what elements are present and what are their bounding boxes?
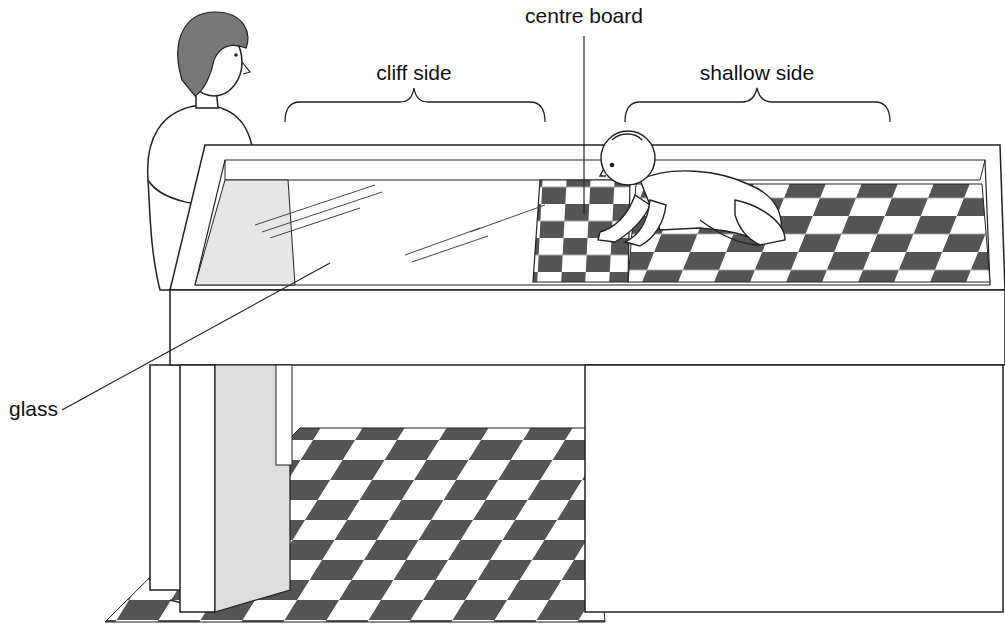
table-opening (195, 160, 990, 285)
part-label: cliff side (373, 60, 454, 85)
leader-line (62, 263, 330, 410)
part-label: centre board (522, 3, 646, 28)
bracket (625, 88, 890, 122)
part-label: shallow side (697, 60, 817, 85)
mother-head (178, 12, 250, 96)
table-base-box (585, 365, 1003, 612)
part-label: glass (6, 396, 61, 421)
baby-figure (598, 131, 785, 246)
table-leg (180, 365, 215, 612)
bracket (285, 88, 545, 122)
table-rim (170, 145, 1005, 290)
glass-reflections (255, 185, 545, 262)
leader-line (583, 36, 584, 214)
table-front-rail (170, 290, 1005, 365)
